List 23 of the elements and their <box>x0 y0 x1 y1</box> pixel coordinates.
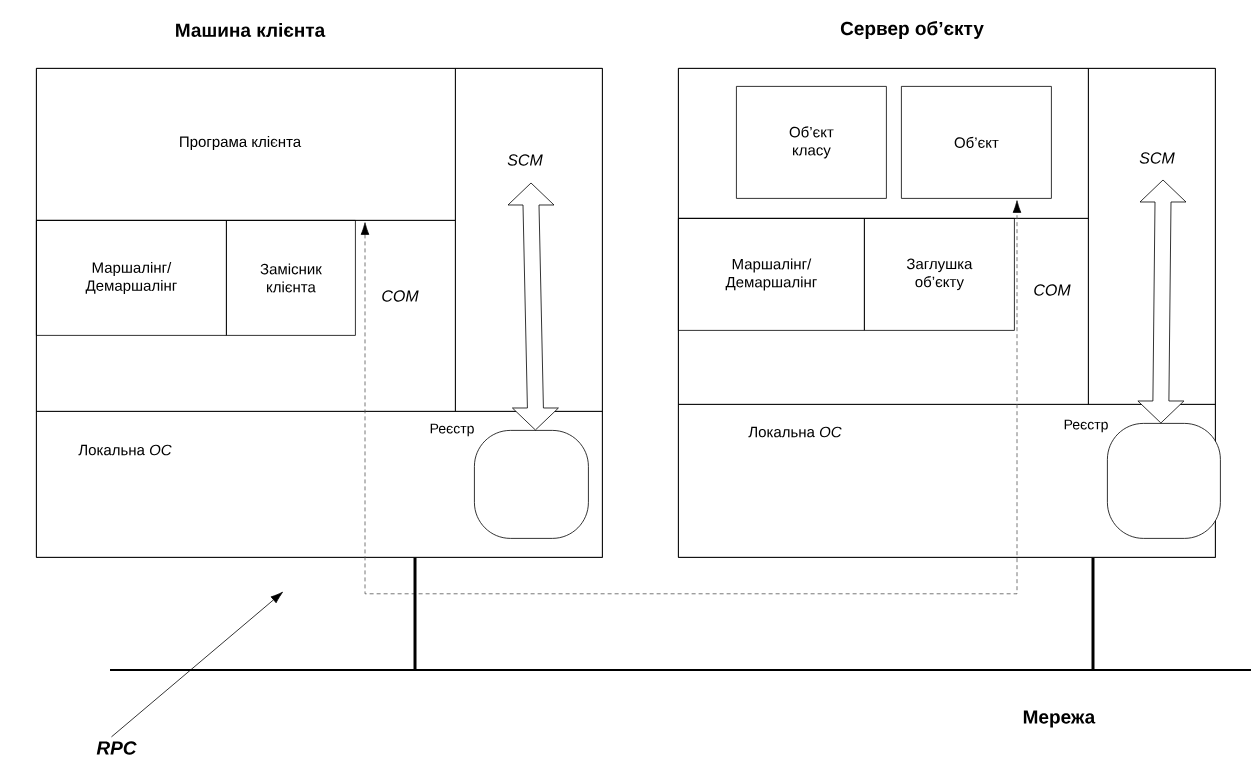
leader-line <box>111 591 283 738</box>
hollow-double-arrow <box>1137 179 1187 424</box>
node-label: Машина клієнта <box>176 23 326 37</box>
layer-box: SCM <box>455 68 603 412</box>
node-label: Реєстр <box>430 423 474 437</box>
node-label: Сервер об’єкту <box>840 21 984 39</box>
connector-line <box>413 557 417 670</box>
component-box: Об’єкт <box>901 86 1052 199</box>
connector-line <box>1091 557 1095 670</box>
hollow-double-arrow <box>507 182 559 431</box>
component-box: Маршалінг/ Демаршалінг <box>36 220 227 336</box>
layer-box: Програма клієнта <box>36 68 456 221</box>
component-box: Заглушка об’єкту <box>864 218 1015 331</box>
leader-label: RPC <box>96 741 137 755</box>
layer-box: SCM <box>1088 68 1216 405</box>
network-label: Мережа <box>1023 710 1096 728</box>
component-box: Об’єкт класу <box>736 86 887 199</box>
dashed-arrow <box>360 200 1022 595</box>
node-label: Реєстр <box>1064 419 1108 433</box>
layer-box <box>678 68 1089 219</box>
component-box: Замісник клієнта <box>226 220 356 336</box>
component-box: Маршалінг/ Демаршалінг <box>678 218 865 331</box>
network-line <box>110 668 1251 672</box>
